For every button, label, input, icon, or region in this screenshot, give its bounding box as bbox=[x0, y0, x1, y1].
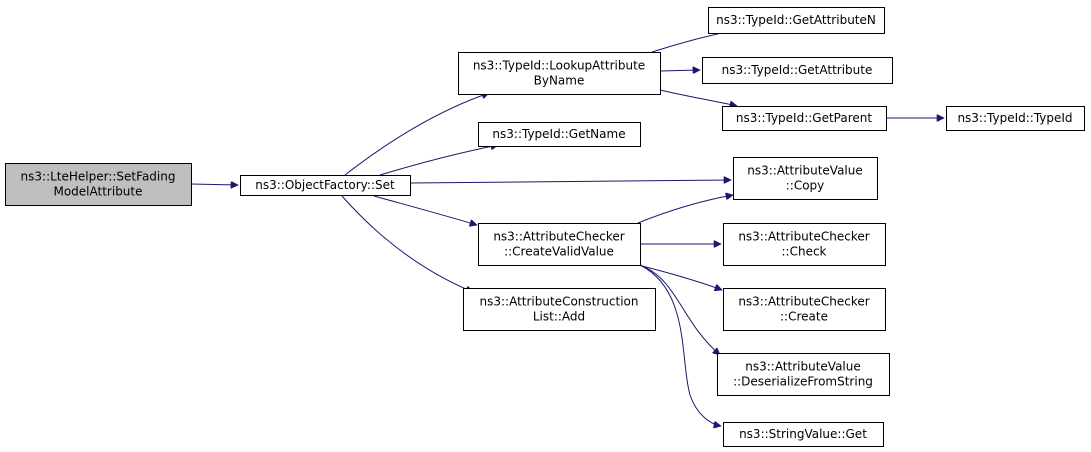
node-getattrn[interactable]: ns3::TypeId::GetAttributeN bbox=[708, 7, 885, 34]
node-label: List::Add bbox=[533, 310, 585, 324]
node-label: ns3::AttributeChecker bbox=[738, 230, 869, 244]
node-label: ns3::TypeId::LookupAttribute bbox=[473, 59, 645, 73]
node-box bbox=[723, 223, 886, 266]
edges-layer bbox=[190, 29, 944, 426]
node-box bbox=[722, 106, 887, 131]
node-check[interactable]: ns3::AttributeChecker::Check bbox=[723, 223, 886, 266]
edge-set-to-copy bbox=[409, 180, 731, 183]
edge-set-to-listadd bbox=[341, 195, 473, 292]
node-label: ns3::AttributeConstruction bbox=[480, 295, 639, 309]
node-label: ::Check bbox=[782, 245, 827, 259]
node-box bbox=[5, 163, 192, 206]
node-label: ns3::ObjectFactory::Set bbox=[255, 178, 395, 192]
node-label: ns3::TypeId::GetParent bbox=[736, 111, 872, 125]
node-label: ns3::TypeId::TypeId bbox=[957, 111, 1072, 125]
node-box bbox=[946, 106, 1085, 131]
node-box bbox=[708, 7, 885, 34]
node-getparent[interactable]: ns3::TypeId::GetParent bbox=[722, 106, 887, 131]
node-create[interactable]: ns3::AttributeChecker::Create bbox=[723, 288, 886, 331]
node-typeid[interactable]: ns3::TypeId::TypeId bbox=[946, 106, 1085, 131]
node-label: ns3::TypeId::GetAttributeN bbox=[716, 13, 876, 27]
edge-set-to-getname bbox=[379, 145, 498, 176]
edge-lte-to-set bbox=[190, 184, 238, 185]
edge-set-to-lookup bbox=[344, 93, 489, 176]
node-createvalid[interactable]: ns3::AttributeChecker::CreateValidValue bbox=[478, 223, 641, 266]
node-box bbox=[723, 422, 884, 447]
node-label: ns3::AttributeValue bbox=[745, 360, 861, 374]
edge-lookup-to-getattr bbox=[659, 70, 700, 71]
node-box bbox=[702, 57, 893, 84]
node-getname[interactable]: ns3::TypeId::GetName bbox=[478, 122, 641, 147]
node-label: ::Create bbox=[780, 310, 828, 324]
node-label: ModelAttribute bbox=[53, 185, 142, 199]
node-label: ns3::TypeId::GetAttribute bbox=[722, 63, 873, 77]
edge-set-to-createvalid bbox=[373, 195, 477, 225]
edge-createvalid-to-copy bbox=[637, 195, 733, 224]
node-box bbox=[717, 353, 890, 396]
node-label: ns3::AttributeChecker bbox=[738, 295, 869, 309]
node-deser[interactable]: ns3::AttributeValue::DeserializeFromStri… bbox=[717, 353, 890, 396]
node-box bbox=[240, 175, 411, 196]
node-box bbox=[458, 52, 661, 95]
edge-createvalid-to-create bbox=[637, 264, 722, 290]
edge-createvalid-to-strget bbox=[639, 264, 721, 426]
node-box bbox=[478, 122, 641, 147]
node-getattr[interactable]: ns3::TypeId::GetAttribute bbox=[702, 57, 893, 84]
node-label: ::Copy bbox=[786, 179, 825, 193]
node-box bbox=[733, 157, 878, 200]
node-label: ns3::LteHelper::SetFading bbox=[21, 170, 176, 184]
edge-lookup-to-getparent bbox=[659, 89, 737, 106]
node-copy[interactable]: ns3::AttributeValue::Copy bbox=[733, 157, 878, 200]
node-label: ::CreateValidValue bbox=[504, 245, 614, 259]
node-strget[interactable]: ns3::StringValue::Get bbox=[723, 422, 884, 447]
node-box bbox=[478, 223, 641, 266]
node-label: ByName bbox=[534, 74, 585, 88]
node-label: ns3::StringValue::Get bbox=[739, 427, 867, 441]
node-box bbox=[463, 288, 656, 331]
node-box bbox=[723, 288, 886, 331]
edge-createvalid-to-deser bbox=[639, 264, 720, 355]
node-set[interactable]: ns3::ObjectFactory::Set bbox=[240, 175, 411, 196]
node-label: ns3::AttributeValue bbox=[747, 164, 863, 178]
node-label: ns3::AttributeChecker bbox=[493, 230, 624, 244]
node-label: ::DeserializeFromString bbox=[733, 375, 873, 389]
node-label: ns3::TypeId::GetName bbox=[492, 127, 625, 141]
